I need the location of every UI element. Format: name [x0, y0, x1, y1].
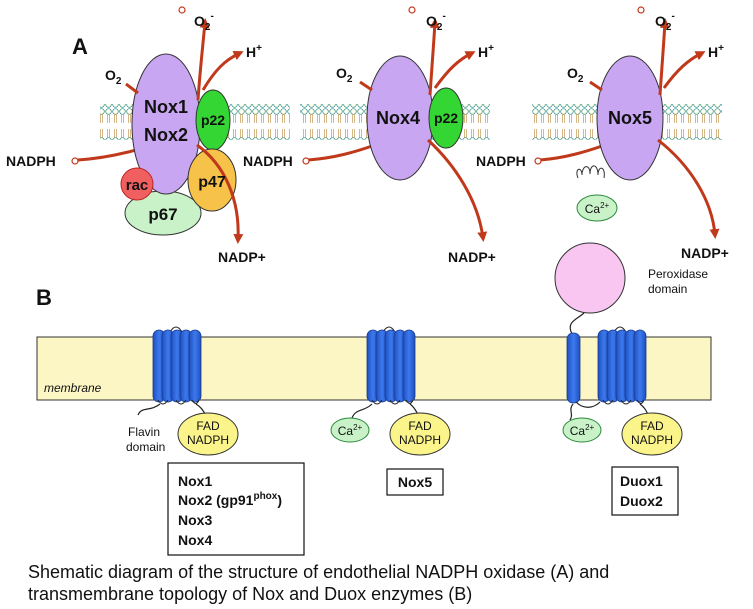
p22-subunit-2: [428, 87, 464, 149]
nadp-arrow-1: [196, 143, 244, 244]
superoxide-arrow-3: [658, 18, 670, 96]
superoxide-arrow-1: [196, 18, 210, 101]
ca-ion-a: [576, 194, 618, 222]
ca-ion-b1: [330, 417, 370, 443]
proton-arrow-1: [201, 51, 244, 91]
nox1-nox2-complex: Nox1 Nox2 p22 p47 p67 rac O2 O2- H+ NADP…: [6, 6, 266, 265]
tm-helices-duox: [566, 326, 653, 421]
p47-label: p47: [198, 174, 226, 191]
nox1-label: Nox1: [144, 97, 188, 117]
flavin-linker-1: [137, 403, 161, 416]
peroxidase-domain: [554, 242, 626, 314]
fad-nadph-domain-2: [389, 412, 451, 456]
peroxidase-label-1: Peroxidase: [648, 267, 708, 281]
superoxide-dot-3: [637, 6, 645, 14]
fad-label-1: FAD: [196, 419, 220, 433]
figure-caption: Shematic diagram of the structure of end…: [28, 561, 748, 605]
nox2-label: Nox2: [144, 125, 188, 145]
p22-label-2: p22: [434, 110, 458, 126]
nadph-dot-1: [71, 157, 79, 165]
fad-nadph-domain-3: [621, 412, 683, 456]
superoxide-label-3: O2-: [655, 11, 675, 33]
proton-arrow-2: [433, 51, 476, 89]
fad-label-3: FAD: [640, 419, 664, 433]
superoxide-label-2: O2-: [426, 11, 446, 33]
nadph-label-3: NADPH: [476, 153, 526, 169]
nox4-label: Nox4: [376, 108, 420, 128]
box2-line1: Nox5: [398, 474, 432, 490]
caption-line-1: Shematic diagram of the structure of end…: [28, 562, 610, 582]
peroxidase-linker: [569, 312, 585, 335]
nadp-arrow-3: [657, 138, 720, 239]
nox4-complex: Nox4 p22 O2 O2- H+ NADPH NADP+: [243, 6, 496, 265]
nadph-dot-3: [534, 157, 542, 165]
superoxide-arrow-2: [428, 18, 440, 96]
tm-helices-nox5: [351, 326, 425, 421]
nadph-label-1: NADPH: [6, 153, 56, 169]
superoxide-label-1: O2-: [194, 11, 214, 33]
duox-connector: [575, 401, 601, 408]
ca-label-b1: Ca2+: [338, 423, 363, 438]
panel-a-label: A: [72, 34, 88, 59]
box1-line1: Nox1: [178, 473, 212, 489]
box3-line1: Duox1: [620, 473, 663, 489]
ca-linker-3: [569, 403, 574, 421]
o2-inflow-1: [125, 82, 139, 95]
nadph-sub-label-3: NADPH: [631, 433, 673, 447]
p47-subunit: [187, 148, 237, 212]
box3-line2: Duox2: [620, 493, 663, 509]
tm-helices-nox1-4: [137, 326, 215, 423]
proton-arrow-3: [662, 51, 706, 89]
membrane-label: membrane: [44, 381, 102, 395]
fad-nadph-domain-1: [177, 412, 239, 456]
ca-ion-b2: [562, 417, 602, 443]
box1-line3: Nox3: [178, 512, 212, 528]
nox5-protein: [596, 55, 664, 181]
ca-label-b2: Ca2+: [570, 423, 595, 438]
nox5-box: [386, 468, 444, 496]
nadp-label-2: NADP+: [448, 249, 496, 265]
proton-label-1: H+: [246, 43, 262, 60]
fad-label-2: FAD: [408, 419, 432, 433]
nadp-arrow-2: [426, 138, 488, 242]
nox5-complex: Nox5 Ca2+ O2 O2- H+ NADPH NADP+: [476, 6, 729, 261]
nadp-label-1: NADP+: [218, 249, 266, 265]
nox-family-box: [167, 462, 305, 556]
o2-label-3: O2: [567, 65, 584, 85]
nadph-sub-label-2: NADPH: [399, 433, 441, 447]
caption-line-2: transmembrane topology of Nox and Duox e…: [28, 584, 473, 604]
nadp-label-3: NADP+: [681, 245, 729, 261]
nadph-sub-label-1: NADPH: [187, 433, 229, 447]
proton-label-3: H+: [708, 43, 724, 60]
o2-inflow-3: [589, 80, 603, 92]
o2-label-2: O2: [336, 65, 353, 85]
ca-binding-loops: [576, 165, 605, 179]
ca-linker-2: [351, 403, 373, 419]
nadph-arrow-2: [307, 143, 376, 162]
ca-label-a: Ca2+: [585, 201, 610, 216]
rac-label: rac: [126, 177, 149, 194]
duox-extra-helix: [566, 332, 581, 404]
rac-subunit: [120, 167, 154, 201]
p22-label-1: p22: [201, 112, 225, 128]
nox5-label: Nox5: [608, 108, 652, 128]
box1-line4: Nox4: [178, 532, 212, 548]
o2-inflow-2: [359, 80, 373, 92]
superoxide-dot-2: [408, 6, 416, 14]
nadph-label-2: NADPH: [243, 153, 293, 169]
nadph-arrow-3: [539, 143, 606, 162]
nadph-dot-2: [302, 157, 310, 165]
peroxidase-label-2: domain: [648, 282, 687, 296]
p67-label: p67: [148, 205, 177, 224]
panel-b-label: B: [36, 285, 52, 310]
diagram-canvas: A Nox1 Nox2 p22 p47 p67 rac O2 O2- H+ NA…: [6, 6, 729, 556]
flavin-label-2: domain: [126, 440, 165, 454]
superoxide-dot-1: [178, 6, 186, 14]
box1-line2: Nox2 (gp91phox): [178, 491, 282, 508]
flavin-label-1: Flavin: [128, 425, 160, 439]
proton-label-2: H+: [478, 43, 494, 60]
duox-box: [611, 466, 679, 516]
o2-label-1: O2: [105, 67, 122, 87]
